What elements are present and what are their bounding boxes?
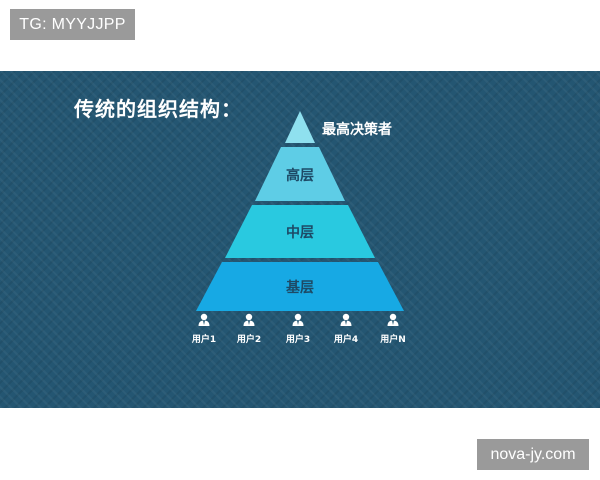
pyramid-tier-middle: [225, 205, 375, 258]
user-label: 用户1: [191, 335, 217, 345]
pyramid-tier-upper: [255, 147, 345, 201]
tier-label-upper: 高层: [286, 168, 314, 184]
apex-label: 最高决策者: [322, 122, 392, 138]
user-icon: [198, 313, 210, 326]
diagram-title: 传统的组织结构：: [74, 97, 242, 121]
user-label: 用户4: [333, 335, 359, 345]
tier-label-base: 基层: [286, 280, 314, 296]
user-label: 用户2: [236, 335, 262, 345]
pyramid-apex: [285, 111, 315, 143]
tier-label-middle: 中层: [286, 225, 314, 241]
pyramid-graphic: [196, 111, 404, 326]
user-label: 用户3: [285, 335, 311, 345]
user-icon: [243, 313, 255, 326]
user-icon: [340, 313, 352, 326]
user-icon: [387, 313, 399, 326]
org-structure-banner: 传统的组织结构： 最高决策者 高层 中层 基层 用户1 用户2 用户3 用户4 …: [0, 71, 600, 408]
pyramid-tier-base: [196, 262, 404, 311]
watermark-tag: TG: MYYJJPP: [10, 9, 135, 40]
user-label: 用户N: [380, 335, 406, 345]
user-icon: [292, 313, 304, 326]
watermark-site: nova-jy.com: [477, 439, 589, 470]
